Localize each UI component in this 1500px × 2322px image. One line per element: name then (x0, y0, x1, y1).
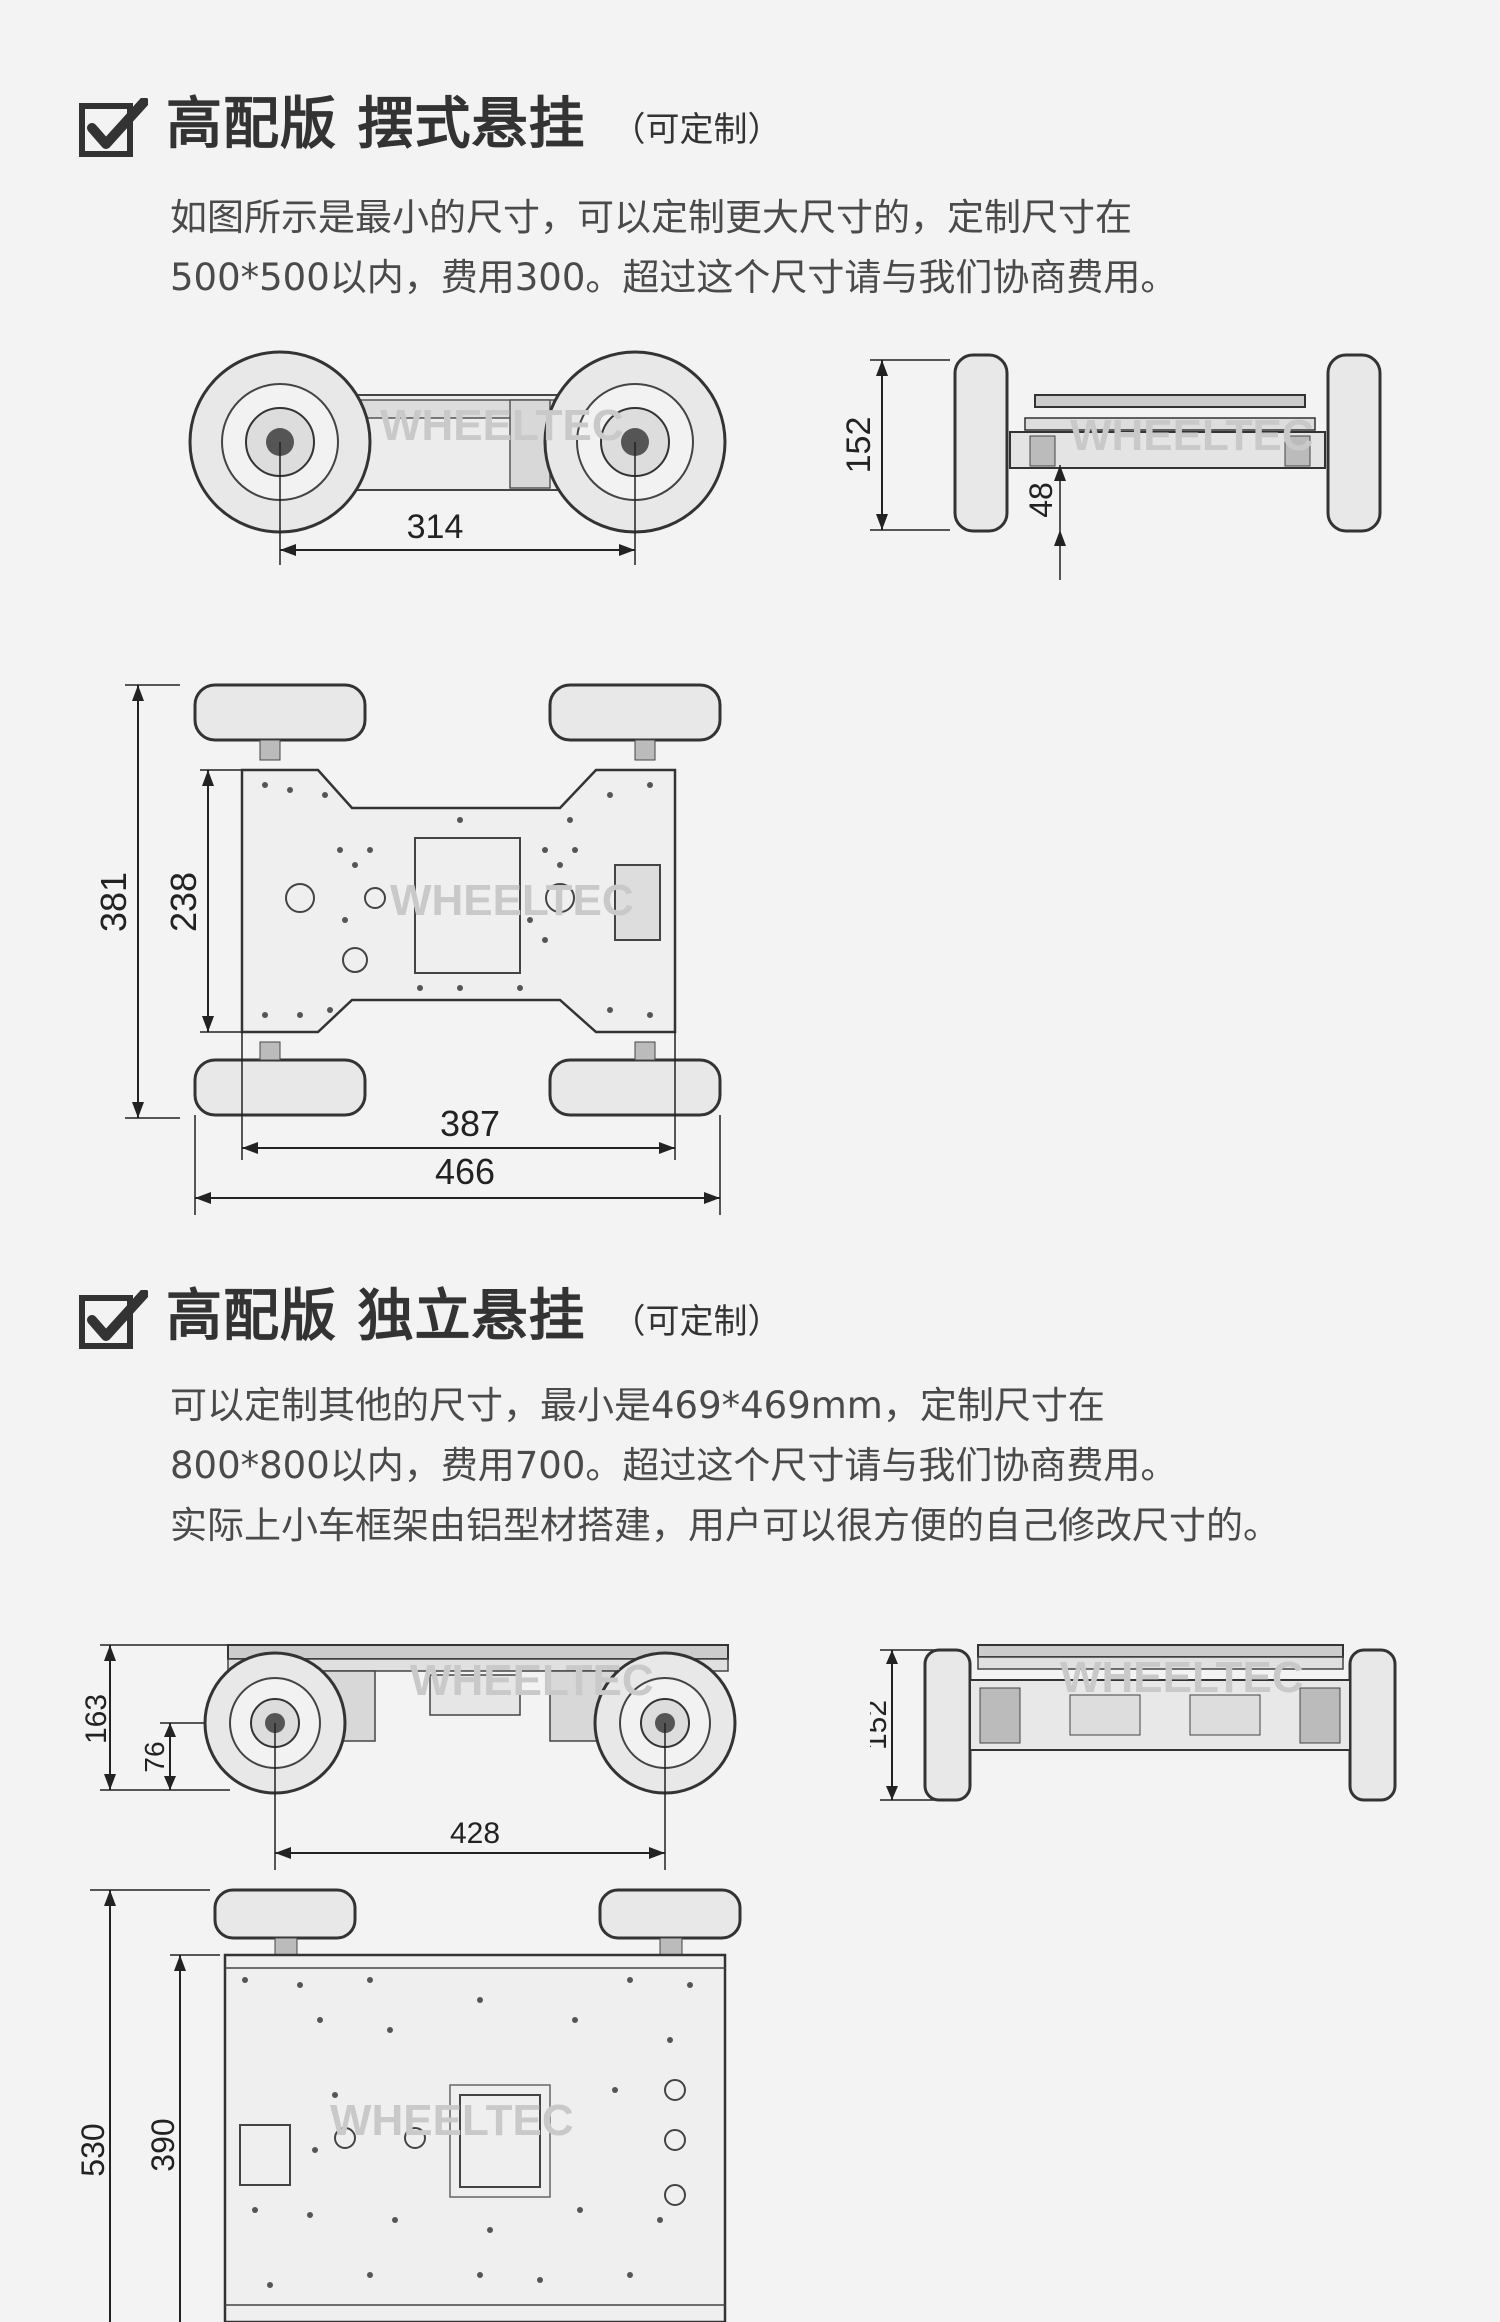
section-swing-suspension: 高配版 摆式悬挂 （可定制） 如图所示是最小的尺寸，可以定制更大尺寸的，定制尺寸… (78, 92, 1382, 1215)
section-description: 如图所示是最小的尺寸，可以定制更大尺寸的，定制尺寸在 500*500以内，费用3… (170, 188, 1177, 308)
checkbox-checked-icon (79, 98, 148, 157)
watermark: WHEELTEC (1070, 411, 1314, 460)
front-view-drawing: 152 WHEELTEC 48 (840, 353, 1382, 580)
side-view-drawing: 163 76 WHEELTEC 428 (80, 1644, 737, 1870)
front-view-drawing: 152 WHEELTEC (870, 1644, 1397, 1802)
section-subtitle: （可定制） (611, 110, 782, 150)
dimension-label: 466 (435, 1151, 495, 1192)
description-line: 可以定制其他的尺寸，最小是469*469mm，定制尺寸在 (170, 1384, 1105, 1427)
dimension-label: 48 (1023, 482, 1059, 518)
section-title: 高配版 独立悬挂 (166, 1284, 586, 1349)
section-independent-suspension: 高配版 独立悬挂 （可定制） 可以定制其他的尺寸，最小是469*469mm，定制… (0, 1240, 1500, 2322)
watermark: WHEELTEC (410, 1656, 654, 1705)
dimension-label: 163 (80, 1694, 113, 1744)
side-view-drawing: WHEELTEC 314 (188, 350, 727, 565)
description-line: 实际上小车框架由铝型材搭建，用户可以很方便的自己修改尺寸的。 (170, 1504, 1280, 1547)
dimension-label: 76 (139, 1741, 170, 1772)
dimension-label: 314 (407, 508, 464, 546)
section-subtitle: （可定制） (611, 1302, 782, 1342)
section-title: 高配版 摆式悬挂 (166, 92, 586, 157)
watermark: WHEELTEC (380, 401, 624, 450)
dimension-label: 381 (93, 872, 134, 932)
watermark: WHEELTEC (390, 876, 634, 925)
dimension-label: 152 (870, 1700, 893, 1750)
dimension-label: 390 (145, 2118, 181, 2171)
dimension-label: 428 (450, 1817, 500, 1850)
description-line: 如图所示是最小的尺寸，可以定制更大尺寸的，定制尺寸在 (170, 196, 1132, 239)
top-view-drawing: 530 390 WHEELTEC (75, 1888, 742, 2322)
dimension-label: 152 (840, 417, 878, 474)
description-line: 500*500以内，费用300。超过这个尺寸请与我们协商费用。 (170, 256, 1178, 299)
watermark: WHEELTEC (330, 2096, 574, 2145)
dimension-label: 530 (75, 2123, 111, 2176)
description-line: 800*800以内，费用700。超过这个尺寸请与我们协商费用。 (170, 1444, 1178, 1487)
dimension-label: 387 (440, 1103, 500, 1144)
checkbox-checked-icon (79, 1290, 148, 1349)
section-header: 高配版 摆式悬挂 （可定制） (78, 92, 782, 158)
section-description: 可以定制其他的尺寸，最小是469*469mm，定制尺寸在 800*800以内，费… (170, 1376, 1280, 1556)
watermark: WHEELTEC (1060, 1653, 1304, 1702)
dimension-label: 238 (163, 872, 204, 932)
section-header: 高配版 独立悬挂 （可定制） (78, 1284, 782, 1350)
top-view-drawing: 381 238 WHEELTEC (93, 683, 722, 1215)
